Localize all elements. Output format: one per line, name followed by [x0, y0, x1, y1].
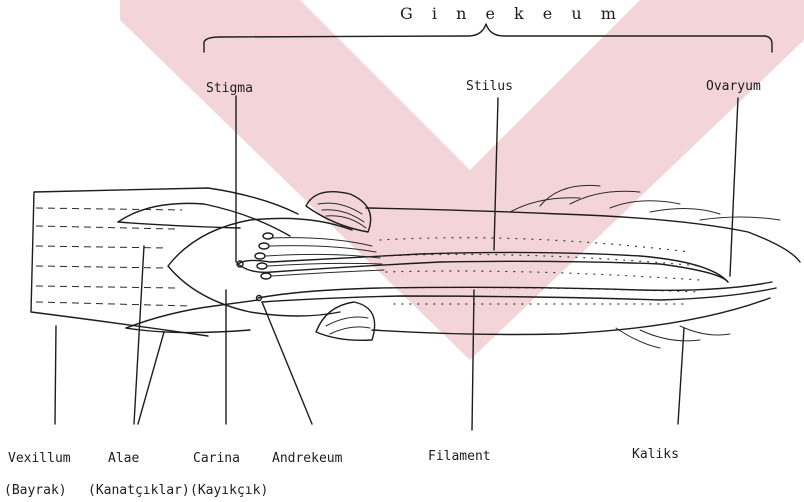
kayikcik-label: (Kayıkçık) — [190, 484, 268, 497]
bayrak-label: (Bayrak) — [4, 484, 67, 497]
alae-label: Alae — [108, 452, 139, 465]
andrekeum-label: Andrekeum — [272, 452, 342, 465]
gynoecium-title: G i n e k e u m — [400, 6, 623, 22]
carina-label: Carina — [193, 452, 240, 465]
filament-label: Filament — [428, 450, 491, 463]
kaliks-label: Kaliks — [632, 448, 679, 461]
alae-shape — [118, 203, 290, 332]
watermark-logo — [120, 0, 804, 360]
stilus-label: Stilus — [466, 80, 513, 93]
carina-shape — [168, 218, 352, 316]
ovaryum-label: Ovaryum — [706, 80, 761, 93]
stigma-label: Stigma — [206, 82, 253, 95]
kanatciklar-label: (Kanatçıklar) — [88, 484, 190, 497]
vexillum-label: Vexillum — [8, 452, 71, 465]
